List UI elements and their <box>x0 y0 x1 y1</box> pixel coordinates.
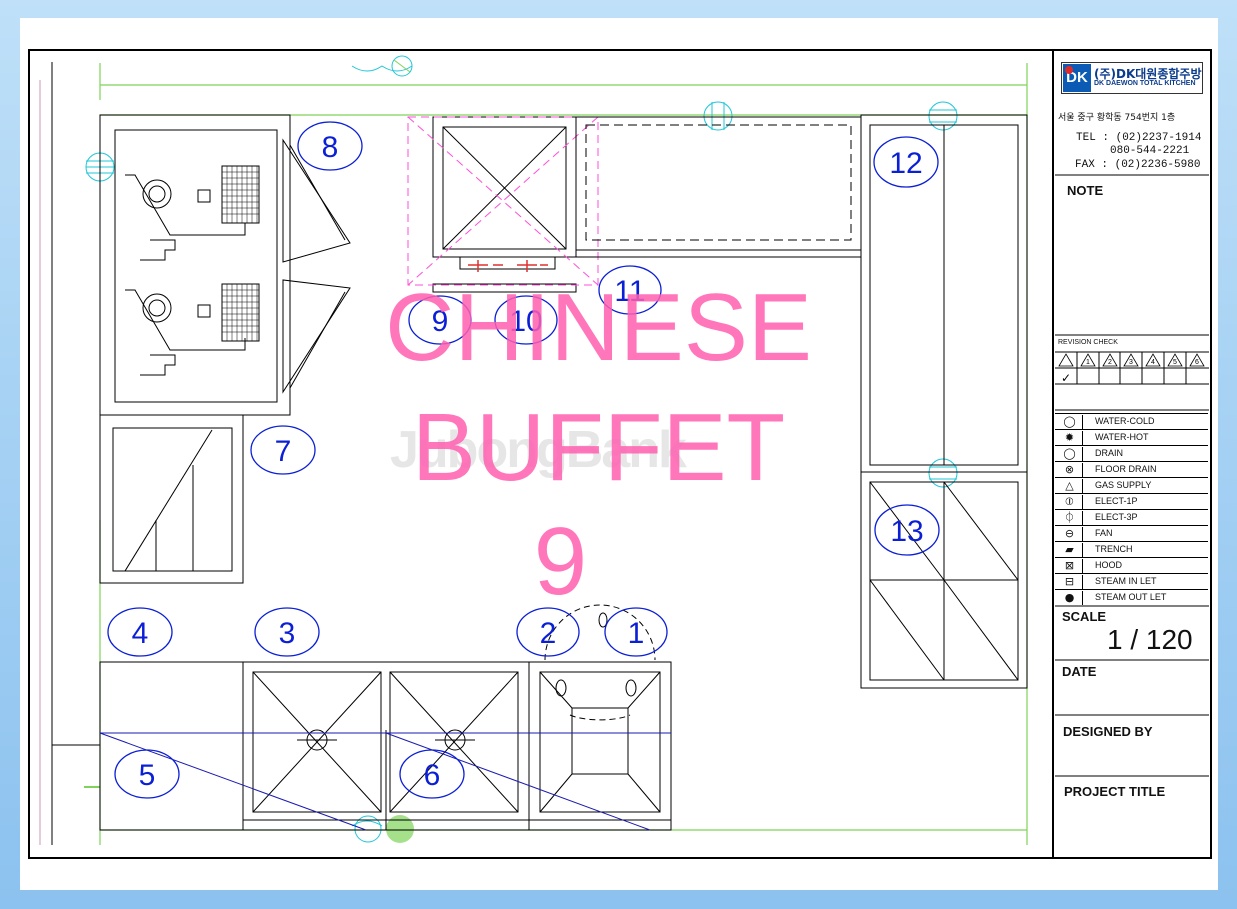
legend-label: GAS SUPPLY <box>1095 480 1152 490</box>
equipment-number-2: 2 <box>540 617 557 650</box>
company-address: 서울 중구 황학동 754번지 1층 <box>1058 113 1176 123</box>
section-lines <box>99 732 671 831</box>
equipment-label-ovals <box>107 121 940 799</box>
title-block-lines <box>1055 174 1209 777</box>
wok-range-unit <box>99 114 291 416</box>
revision-check-label: REVISION CHECK <box>1058 339 1118 346</box>
equipment-number-7: 7 <box>275 435 292 468</box>
water-cold-icon: ◯ <box>1057 415 1083 429</box>
legend-row: ◯ WATER-COLD <box>1055 413 1208 429</box>
hood-outline <box>407 116 599 286</box>
legend-label: FLOOR DRAIN <box>1095 464 1157 474</box>
company-fax: FAX : (02)2236-5980 <box>1075 159 1201 171</box>
hood-icon: ⊠ <box>1057 559 1083 573</box>
legend-label: STEAM IN LET <box>1095 576 1157 586</box>
legend-row: ⊟ STEAM IN LET <box>1055 573 1208 589</box>
revision-triangles <box>1058 353 1205 367</box>
water-hot-icon: ✹ <box>1057 431 1083 445</box>
equipment-number-1: 1 <box>628 617 645 650</box>
legend-label: STEAM OUT LET <box>1095 592 1167 602</box>
scale-label: SCALE <box>1062 609 1107 624</box>
angled-shelf <box>282 138 351 394</box>
equipment-number-9: 9 <box>432 305 449 338</box>
floor-drain-icon: ⊗ <box>1057 463 1083 477</box>
legend-row: △ GAS SUPPLY <box>1055 477 1208 493</box>
trench-icon: ▰ <box>1057 543 1083 557</box>
legend-row: ⏀ ELECT-3P <box>1055 509 1208 525</box>
revision-mark-6: 6 <box>1195 359 1199 366</box>
burner-grids <box>222 166 259 341</box>
equipment-label-numbers: 1 2 3 4 5 6 7 8 9 10 11 12 13 <box>132 131 924 792</box>
gas-supply-icon: △ <box>1057 479 1083 493</box>
legend-row: ◯ DRAIN <box>1055 445 1208 461</box>
legend-row: ⊖ FAN <box>1055 525 1208 541</box>
revision-mark-5: 5 <box>1173 359 1177 366</box>
scale-value: 1 / 120 <box>1107 624 1193 655</box>
drain-icon: ◯ <box>1057 447 1083 461</box>
symbol-legend: ◯ WATER-COLD ✹ WATER-HOT ◯ DRAIN ⊗ FLOOR DRAIN △… <box>1055 413 1209 606</box>
storage-rack-13 <box>860 471 1028 689</box>
stock-watermark: JubongBank <box>390 421 687 479</box>
elect-3p-icon: ⏀ <box>1057 511 1083 525</box>
company-tel-2: 080-544-2221 <box>1110 145 1190 157</box>
company-logo-block: DK (주)DK대원종합주방 DK DAEWON TOTAL KITCHEN <box>1061 62 1203 94</box>
legend-label: WATER-COLD <box>1095 416 1155 426</box>
company-name-en: DK DAEWON TOTAL KITCHEN <box>1094 80 1196 87</box>
company-tel: TEL : (02)2237-1914 <box>1076 132 1202 144</box>
elect-1p-icon: ⦶ <box>1057 495 1083 509</box>
steam-inlet-icon: ⊟ <box>1057 575 1083 589</box>
note-label: NOTE <box>1067 183 1104 198</box>
legend-row: ⊗ FLOOR DRAIN <box>1055 461 1208 477</box>
equipment-number-5: 5 <box>139 759 156 792</box>
equipment-number-3: 3 <box>279 617 296 650</box>
equipment-number-6: 6 <box>424 759 441 792</box>
legend-row: ● STEAM OUT LET <box>1055 589 1208 605</box>
equipment-number-4: 4 <box>132 617 149 650</box>
tall-cabinet-12 <box>860 114 1028 473</box>
date-label: DATE <box>1062 664 1097 679</box>
legend-row: ▰ TRENCH <box>1055 541 1208 557</box>
revision-grid <box>1076 352 1187 384</box>
revision-mark-4: 4 <box>1151 359 1155 366</box>
equipment-number-13: 13 <box>890 515 923 548</box>
revision-mark-2: 2 <box>1108 359 1112 366</box>
fan-icon: ⊖ <box>1057 527 1083 541</box>
legend-label: ELECT-3P <box>1095 512 1138 522</box>
work-table-7 <box>99 414 244 584</box>
counter-11 <box>575 116 862 258</box>
bottom-counter-row <box>99 604 672 831</box>
drawing-frame <box>28 49 1212 859</box>
company-name-ko: (주)DK대원종합주방 <box>1094 67 1202 81</box>
legend-label: HOOD <box>1095 560 1122 570</box>
logo-mark-text: DK <box>1066 69 1088 86</box>
refrigerator-unit <box>432 116 577 293</box>
legend-label: WATER-HOT <box>1095 432 1149 442</box>
legend-label: FAN <box>1095 528 1113 538</box>
designed-by-label: DESIGNED BY <box>1063 724 1153 739</box>
equipment-number-11: 11 <box>614 275 645 308</box>
steam-outlet-icon: ● <box>1057 591 1083 605</box>
legend-label: DRAIN <box>1095 448 1124 458</box>
dk-logo-icon: DK <box>1063 64 1091 92</box>
revision-mark-1: 1 <box>1086 359 1090 366</box>
legend-row: ⦶ ELECT-1P <box>1055 493 1208 509</box>
equipment-number-12: 12 <box>889 147 922 180</box>
legend-row: ⊠ HOOD <box>1055 557 1208 573</box>
legend-row: ✹ WATER-HOT <box>1055 429 1208 445</box>
revision-check-mark: ✓ <box>1061 371 1071 385</box>
legend-label: ELECT-1P <box>1095 496 1138 506</box>
revision-mark-3: 3 <box>1129 359 1133 366</box>
legend-label: TRENCH <box>1095 544 1133 554</box>
equipment-number-10: 10 <box>509 305 542 338</box>
project-title-label: PROJECT TITLE <box>1064 784 1166 799</box>
equipment-number-8: 8 <box>322 131 339 164</box>
hood-fittings <box>468 260 548 272</box>
